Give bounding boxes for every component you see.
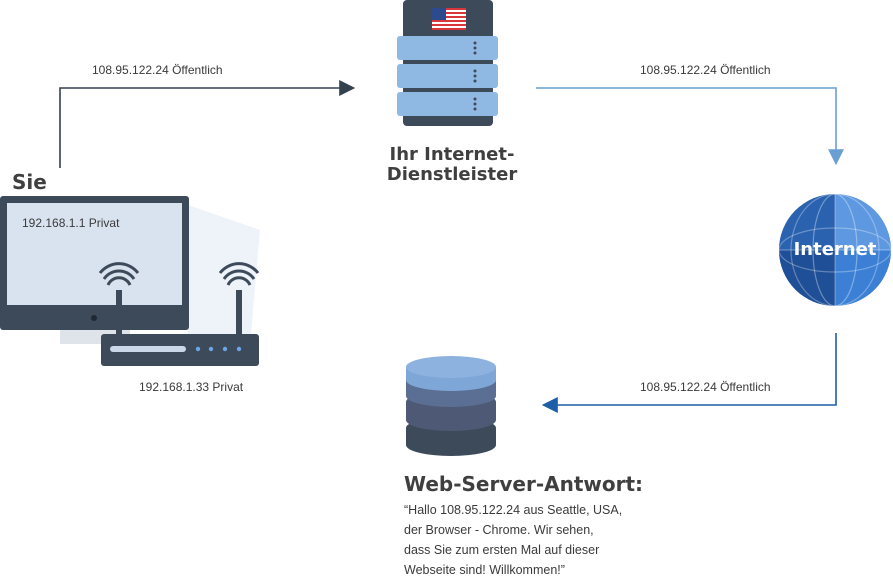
internet-label: Internet [793, 239, 877, 260]
ip-internet-to-server: 108.95.122.24 Öffentlich [640, 380, 771, 394]
isp-label: Ihr Internet- Dienstleister [386, 144, 518, 185]
us-flag-icon [432, 8, 466, 30]
server-response-text: “Hallo 108.95.122.24 aus Seattle, USA, d… [404, 503, 623, 577]
computer-ip: 192.168.1.1 Privat [22, 216, 120, 230]
router-ip: 192.168.1.33 Privat [139, 380, 244, 394]
ip-to-isp: 108.95.122.24 Öffentlich [92, 63, 223, 77]
arrow-internet-to-server [541, 333, 837, 413]
arrow-isp-to-internet [536, 87, 844, 166]
arrow-you-to-isp [59, 80, 356, 168]
ip-isp-to-internet: 108.95.122.24 Öffentlich [640, 63, 771, 77]
you-label: Sie [12, 170, 47, 194]
web-server-heading: Web-Server-Antwort: [404, 472, 644, 496]
